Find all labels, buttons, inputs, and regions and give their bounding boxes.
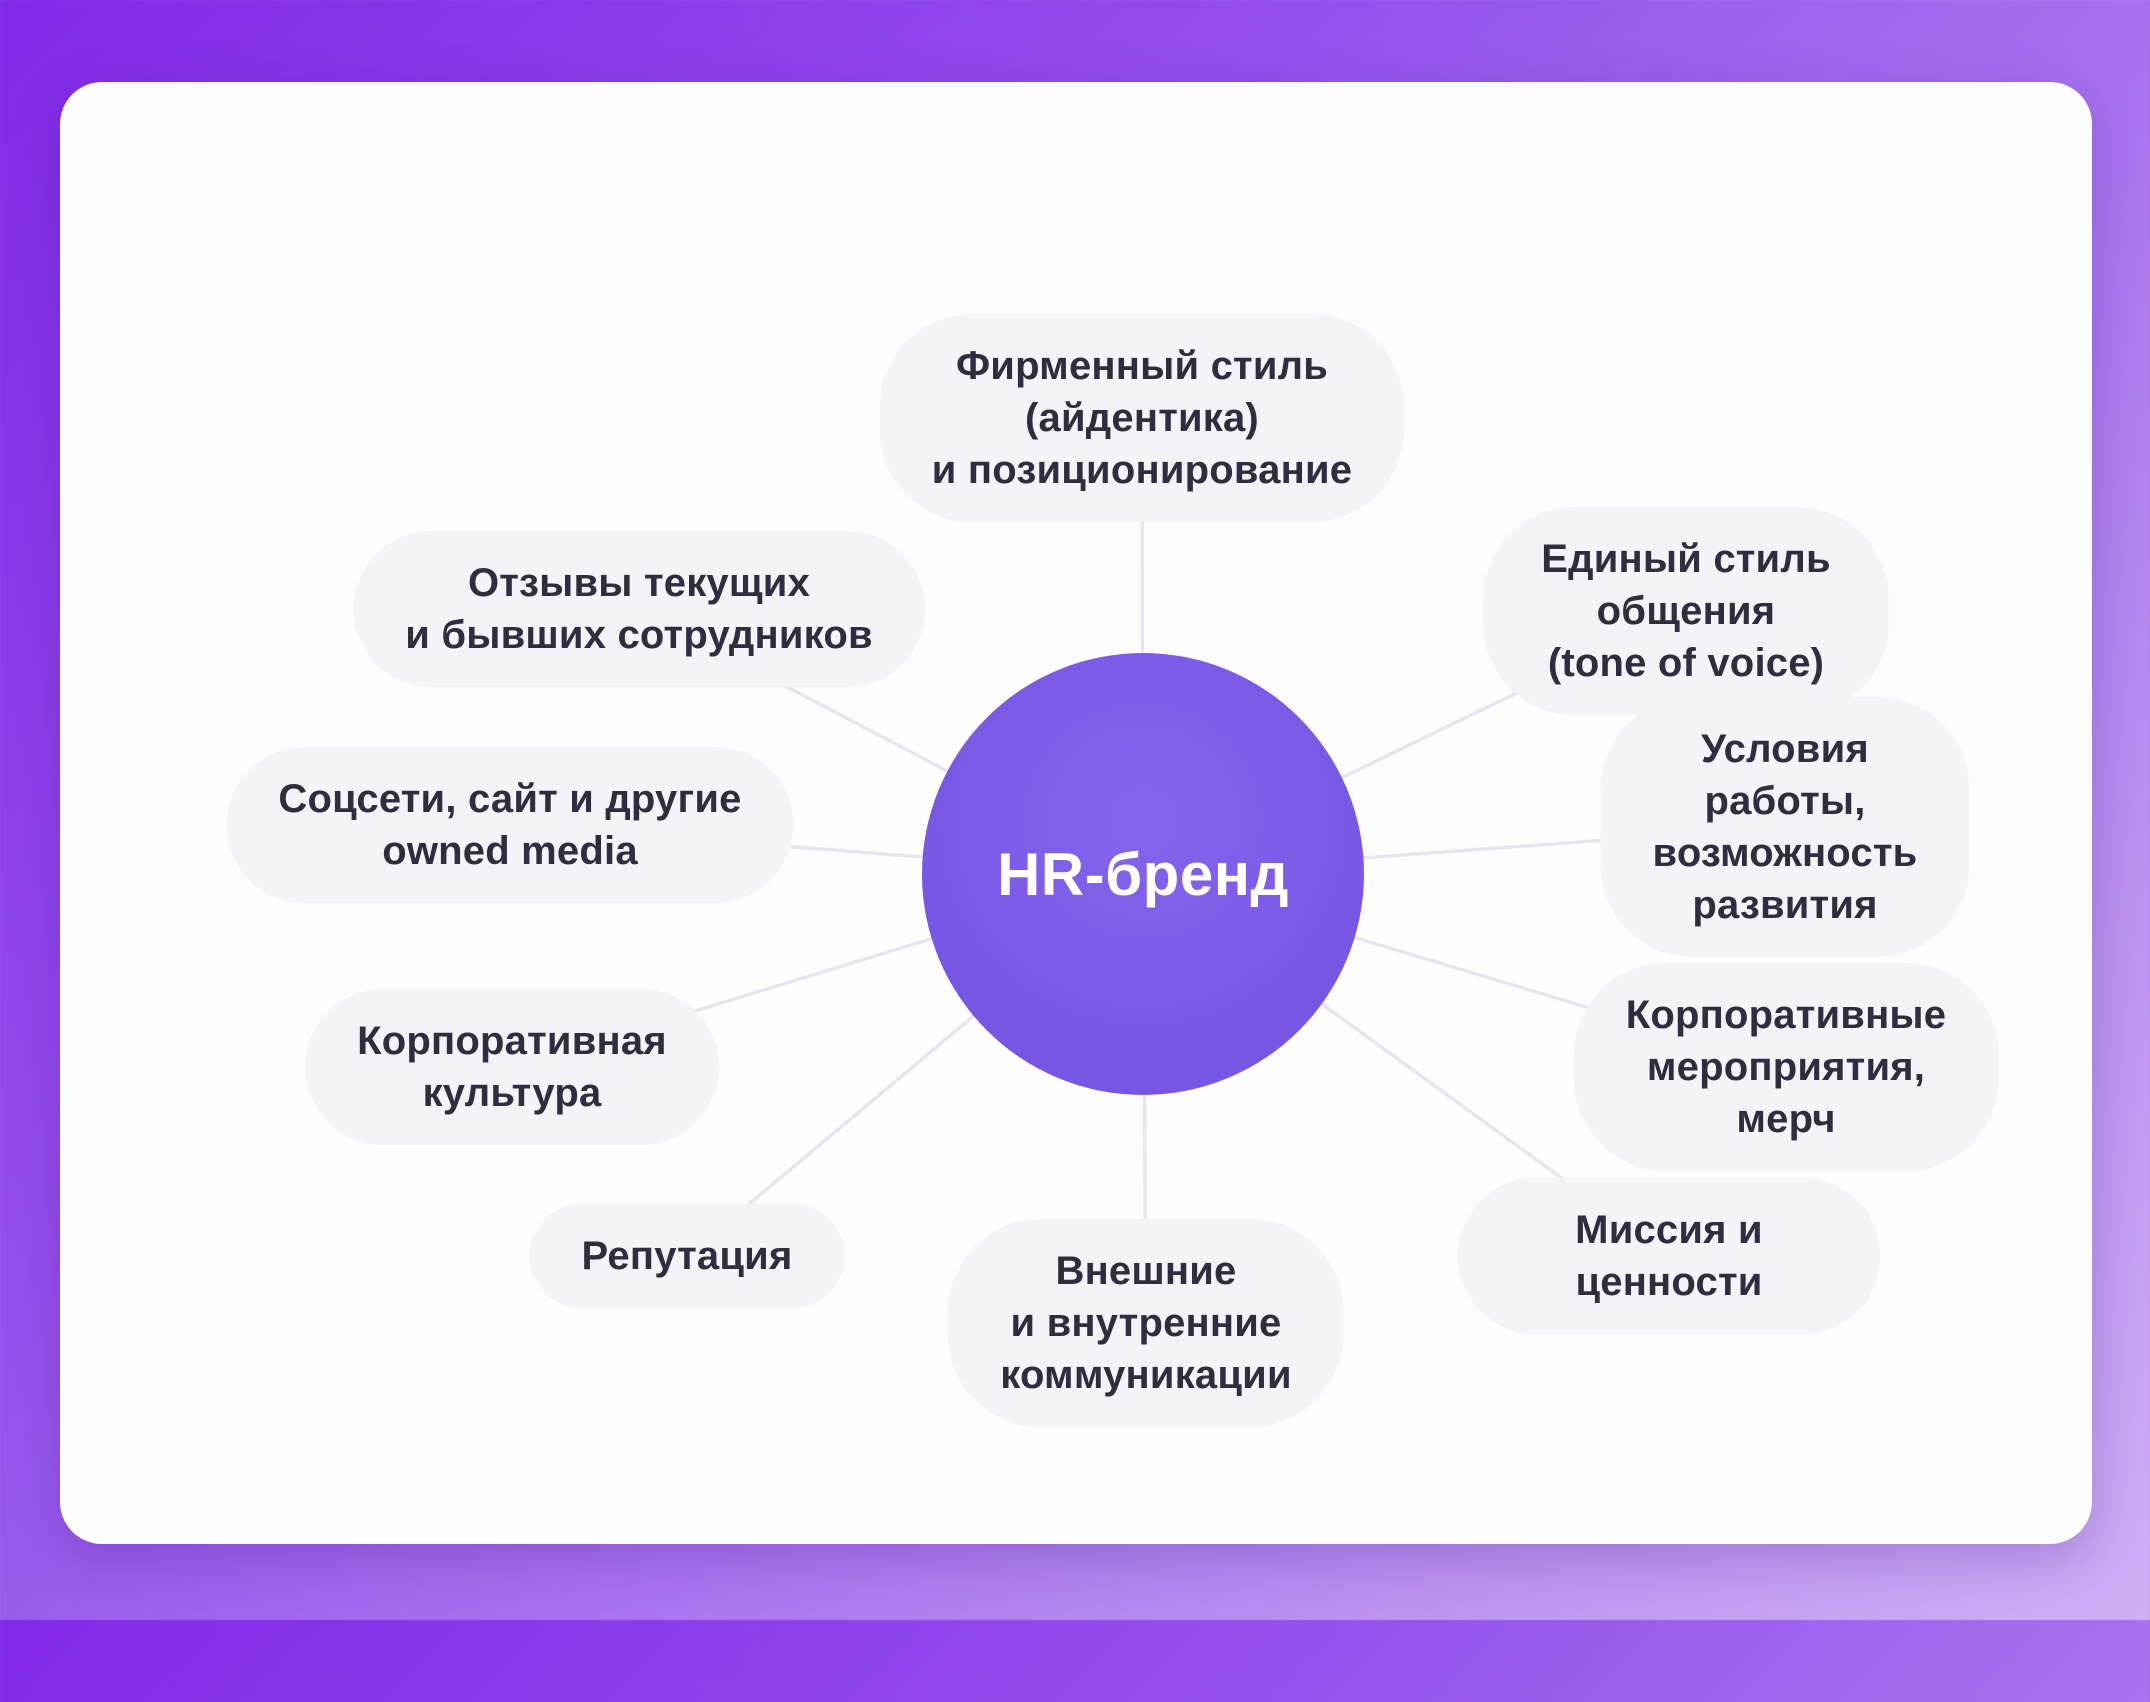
node-work-conditions: Условия работы, возможность развития [1600,697,1970,957]
node-corporate-culture: Корпоративная культура [305,989,719,1145]
node-reputation: Репутация [529,1204,845,1308]
center-hub-label: HR-бренд [996,840,1290,908]
node-owned-media: Соцсети, сайт и другие owned media [226,747,794,903]
center-hub: HR-бренд [922,653,1364,1095]
node-mission-values: Миссия и ценности [1457,1178,1881,1334]
diagram-card: Фирменный стиль (айдентика) и позиционир… [60,82,2092,1544]
hr-brand-diagram: Фирменный стиль (айдентика) и позиционир… [60,82,2092,1544]
node-corporate-events: Корпоративные мероприятия, мерч [1573,963,1999,1171]
node-brand-identity: Фирменный стиль (айдентика) и позиционир… [879,314,1405,522]
node-communications: Внешние и внутренние коммуникации [948,1219,1344,1427]
node-tone-of-voice: Единый стиль общения (tone of voice) [1483,507,1889,715]
node-employee-reviews: Отзывы текущих и бывших сотрудников [353,531,925,687]
